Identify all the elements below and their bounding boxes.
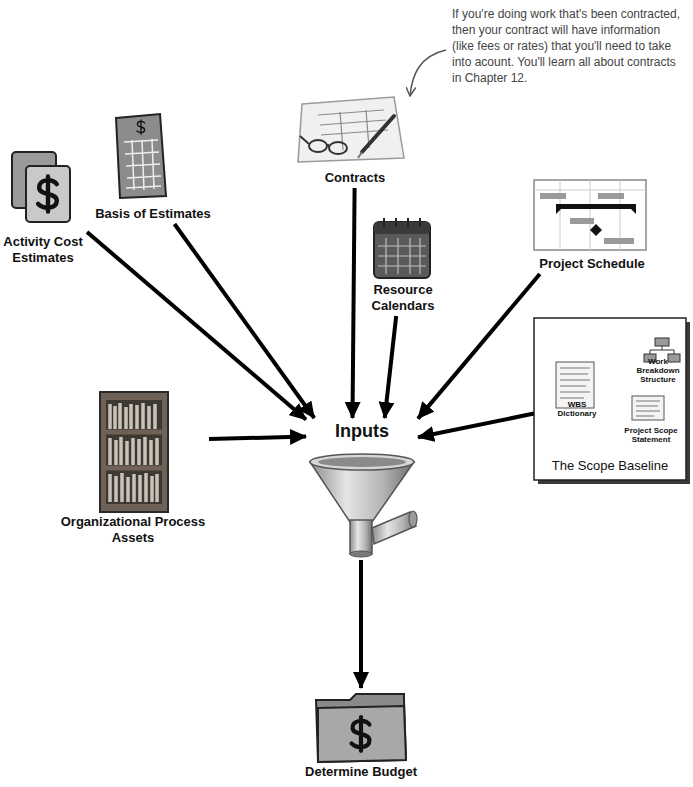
node-label: Basis of Estimates (95, 206, 211, 222)
node-label: Work Breakdown Structure (632, 357, 684, 384)
bookshelf-icon (100, 392, 168, 512)
contract-icon (298, 97, 404, 162)
flow-arrow (418, 414, 534, 438)
calendar-icon (374, 218, 430, 278)
node-label: Project Schedule (539, 256, 644, 272)
flow-arrow (385, 316, 397, 418)
callout-note: If you're doing work that's been contrac… (452, 6, 684, 86)
flow-arrow (359, 560, 363, 688)
node-label: Inputs (335, 420, 389, 442)
node-label: Activity Cost Estimates (2, 234, 84, 266)
node-label: Contracts (325, 170, 386, 186)
budget-folder-icon (316, 694, 406, 762)
node-label: Resource Calendars (366, 282, 440, 314)
input-icon: Activity Cost Estimates (0, 148, 87, 268)
scope-baseline-card (534, 318, 690, 484)
flow-arrow (87, 232, 306, 420)
node-label: Organizational Process Assets (60, 514, 206, 546)
input-icon: Basis of Estimates (88, 112, 218, 224)
wbs-icon: Work Breakdown Structure (629, 334, 687, 386)
document-icon: Project Scope Statement (617, 390, 685, 446)
input-icon: Organizational Process Assets (57, 390, 209, 548)
gantt-chart-icon (534, 180, 646, 250)
output-icon: Determine Budget (296, 688, 426, 782)
flow-arrow (175, 224, 315, 418)
basis-document-icon (116, 114, 166, 198)
funnel-icon (310, 454, 417, 557)
input-icon: Resource Calendars (363, 212, 443, 316)
flow-arrow (209, 437, 306, 439)
node-label: WBS Dictionary (550, 400, 604, 418)
cost-estimates-icon (12, 152, 70, 222)
flow-arrow (418, 274, 540, 419)
input-icon: Contracts (296, 92, 414, 188)
node-label: The Scope Baseline (552, 458, 668, 474)
document-icon: WBS Dictionary (547, 358, 607, 420)
scope-baseline-card: The Scope Baseline WBS Dictionary Work Bre… (534, 318, 686, 480)
leader-line (410, 50, 446, 96)
flow-arrow (353, 188, 355, 418)
funnel-node: Inputs (306, 418, 418, 560)
node-label: Determine Budget (305, 764, 417, 780)
node-label: Project Scope Statement (620, 426, 682, 444)
input-icon: Project Schedule (522, 178, 662, 274)
